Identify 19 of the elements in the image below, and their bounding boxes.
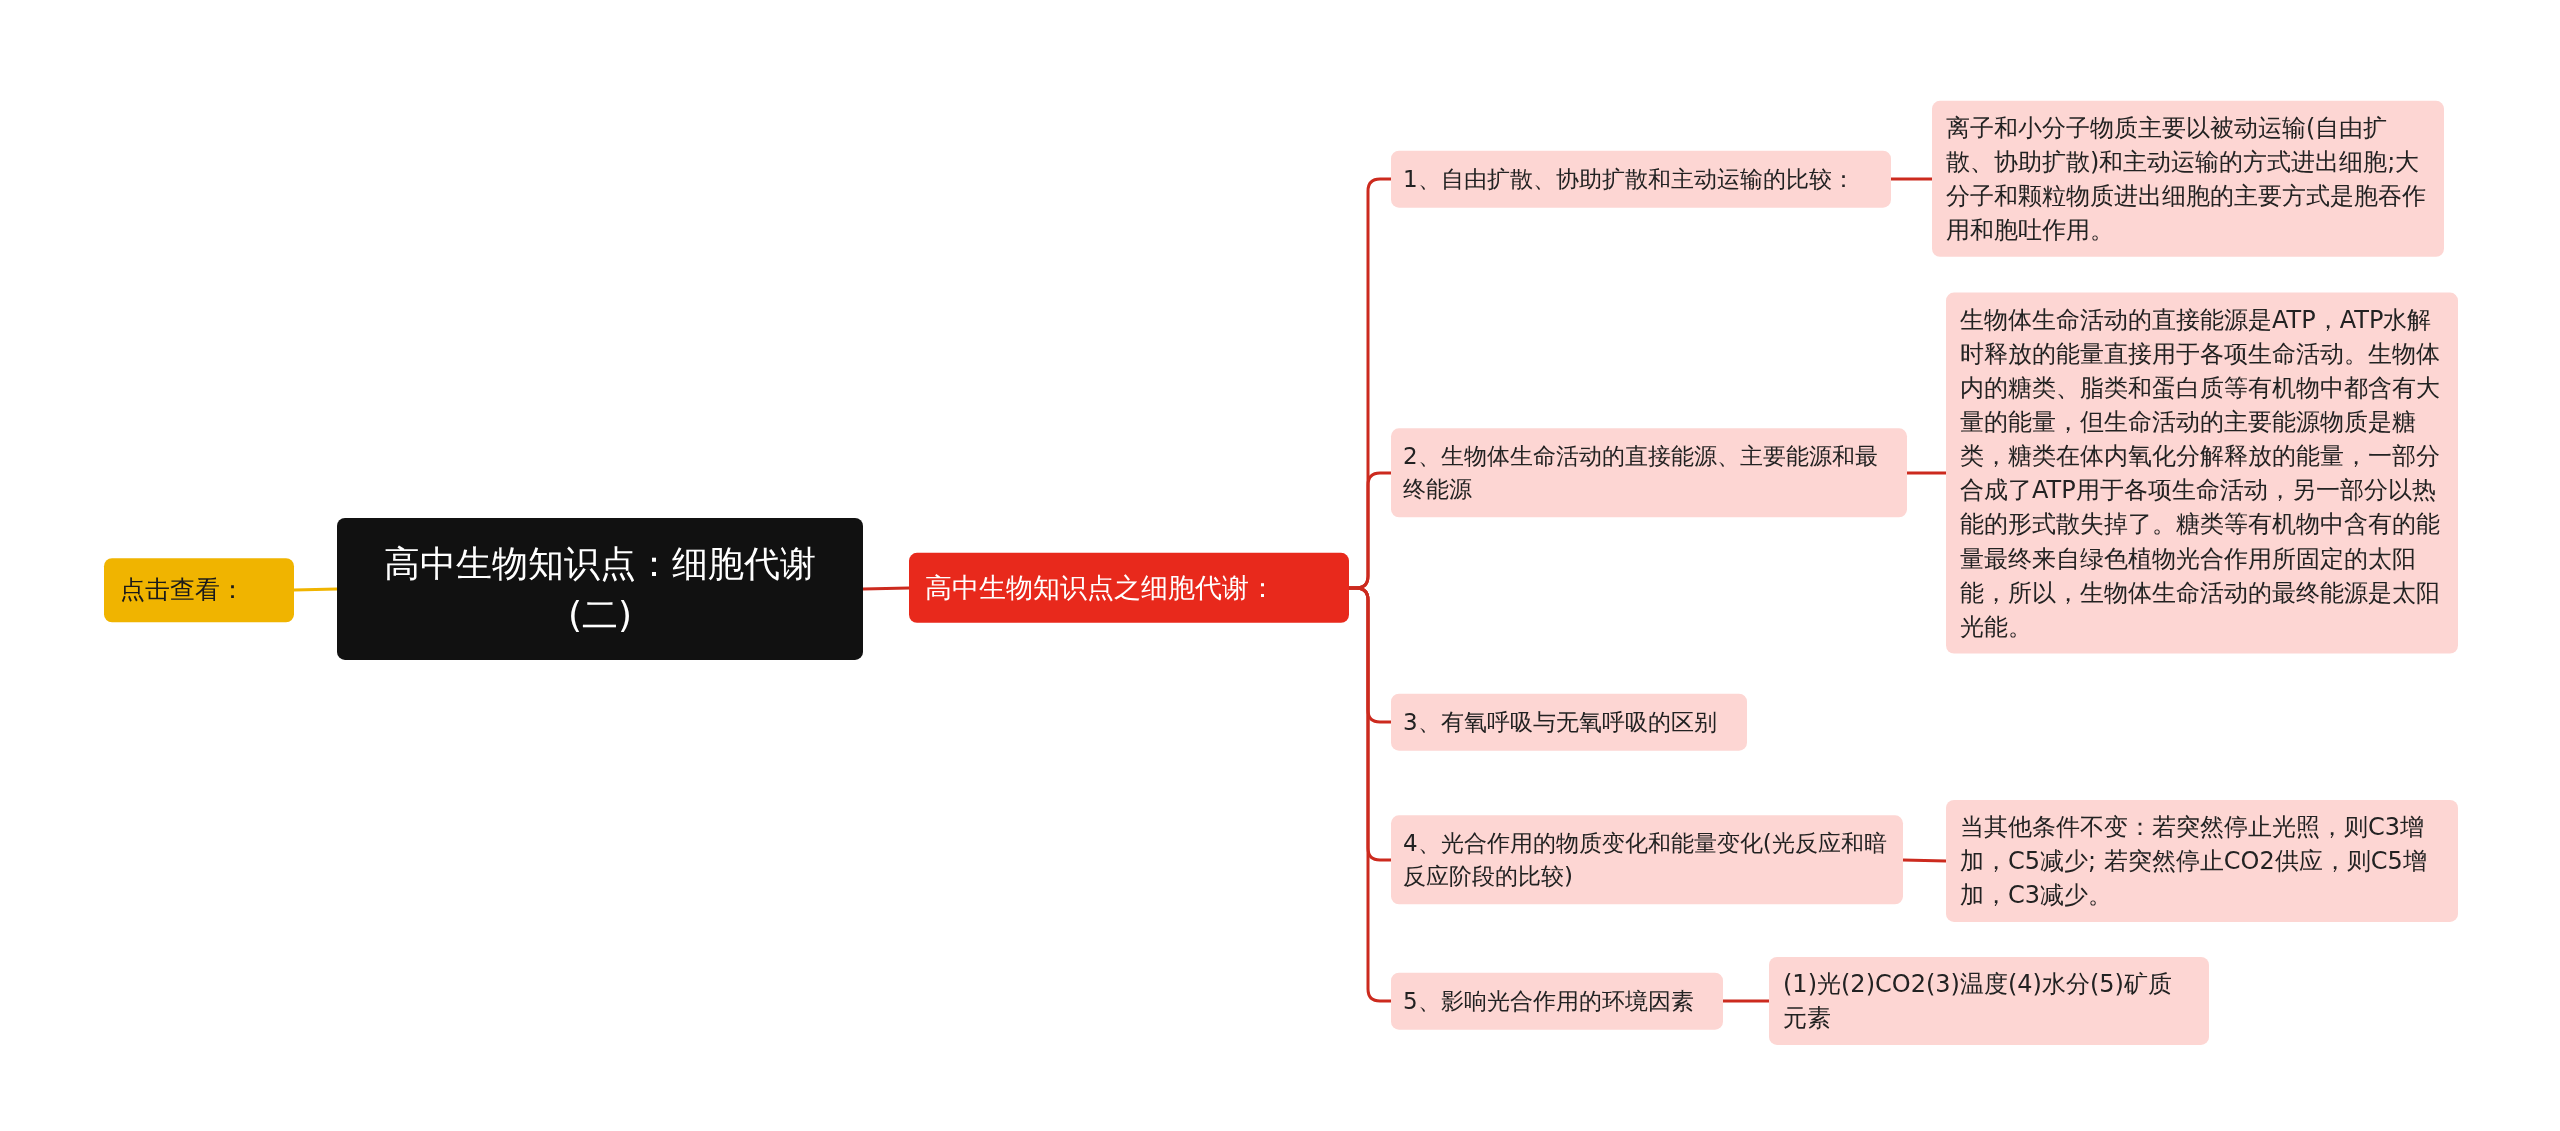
topic-text: 高中生物知识点：细胞代谢(二) bbox=[337, 517, 863, 661]
connector-line bbox=[293, 587, 338, 592]
topic-text: (1)光(2)CO2(3)温度(4)水分(5)矿质元素 bbox=[1769, 956, 2209, 1046]
topic-text: 当其他条件不变：若突然停止光照，则C3增加，C5减少; 若突然停止CO2供应，则C5增加，C3减少。 bbox=[1946, 799, 2458, 923]
topic-text: 1、自由扩散、协助扩散和主动运输的比较： bbox=[1391, 150, 1891, 208]
topic-text: 离子和小分子物质主要以被动运输(自由扩散、协助扩散)和主动运输的方式进出细胞;大分子和颗粒物质进出细胞的主要方式是胞吞作用和胞吐作用。 bbox=[1932, 100, 2444, 258]
topic-text: 5、影响光合作用的环境因素 bbox=[1391, 972, 1723, 1030]
connector-line bbox=[1907, 471, 1946, 475]
connector-line bbox=[1349, 586, 1391, 1003]
topic-text: 3、有氧呼吸与无氧呼吸的区别 bbox=[1391, 693, 1747, 751]
connector-line bbox=[1902, 858, 1947, 863]
topic-text: 高中生物知识点之细胞代谢： bbox=[909, 552, 1349, 624]
topic-text: 生物体生命活动的直接能源是ATP，ATP水解时释放的能量直接用于各项生命活动。生物体内的糖类、脂类和蛋白质等有机物中都含有大量的能量，但生命活动的主要能源物质是糖类，糖类在体内氧化分解释放的能量，一部分合成了ATP用于各项生命活动，另一部分以热能的形式散失掉了。糖类等有机物中含有的能量最终来自绿色植物光合作用所固定的太阳能，所以，生物体生命活动的最终能源是太阳光能。 bbox=[1946, 292, 2458, 654]
connector-line bbox=[1891, 177, 1932, 181]
connector-line bbox=[1723, 999, 1769, 1003]
topic-text: 2、生物体生命活动的直接能源、主要能源和最终能源 bbox=[1391, 428, 1907, 518]
topic-text: 4、光合作用的物质变化和能量变化(光反应和暗反应阶段的比较) bbox=[1391, 815, 1903, 905]
topic-text: 点击查看： bbox=[104, 558, 294, 622]
connector-line bbox=[862, 586, 910, 591]
